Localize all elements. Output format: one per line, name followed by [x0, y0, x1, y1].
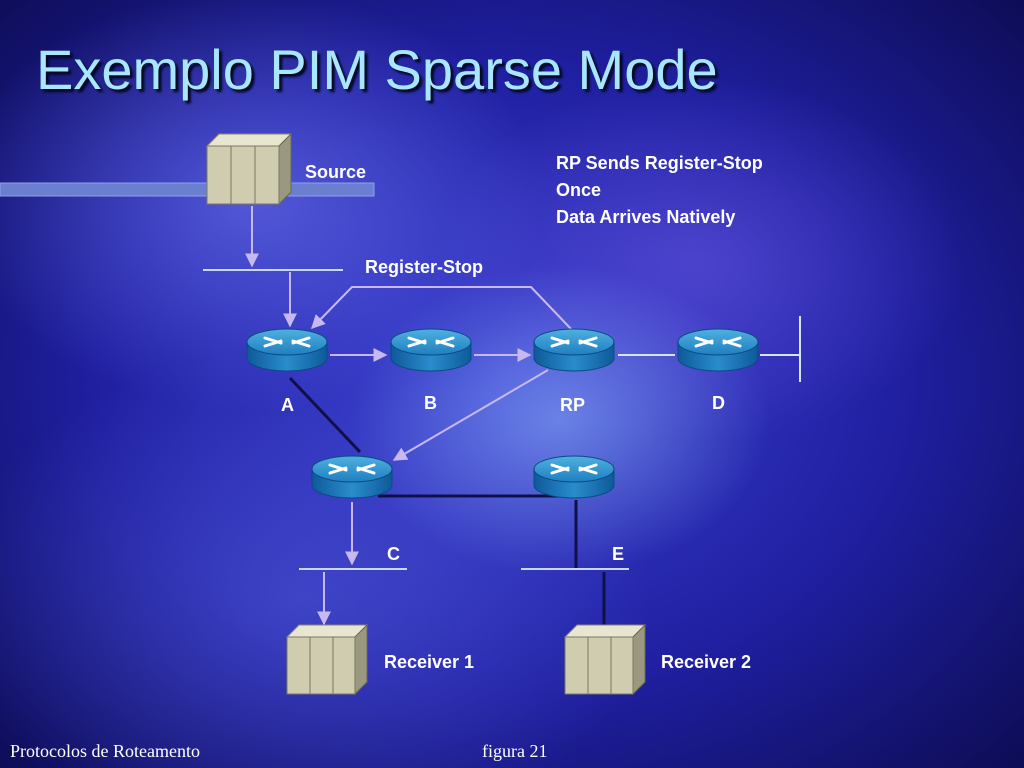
- router-rp-label: RP: [560, 395, 586, 415]
- router-b-label: B: [424, 393, 437, 413]
- note-line-1: RP Sends Register-Stop: [556, 153, 763, 173]
- footer-course: Protocolos de Roteamento: [10, 741, 200, 761]
- register-stop-label: Register-Stop: [365, 257, 484, 277]
- register-stop-path: [311, 286, 573, 331]
- footer-figure: figura 21: [482, 741, 548, 761]
- receiver1-label: Receiver 1: [384, 652, 475, 672]
- router-c-label: C: [387, 544, 400, 564]
- source-label: Source: [305, 162, 367, 182]
- a-c-link: [288, 376, 362, 454]
- router-c-icon: [311, 455, 393, 499]
- receiver1-host-icon: [285, 623, 369, 696]
- source-lan-bar: [0, 182, 375, 197]
- receiver2-host-icon: [563, 623, 647, 696]
- router-a-icon: [246, 328, 328, 372]
- slide-title: Exemplo PIM Sparse Mode: [36, 38, 718, 101]
- router-b-icon: [390, 328, 472, 372]
- router-d-label: D: [712, 393, 725, 413]
- router-e-icon: [533, 455, 615, 499]
- router-a-label: A: [281, 395, 294, 415]
- router-e-label: E: [612, 544, 625, 564]
- receiver2-label: Receiver 2: [661, 652, 752, 672]
- router-d-icon: [677, 328, 759, 372]
- rp-note: RP Sends Register-Stop Once Data Arrives…: [556, 150, 763, 231]
- router-rp-icon: [533, 328, 615, 372]
- note-line-3: Data Arrives Natively: [556, 207, 736, 227]
- rp-to-c-arrow: [392, 369, 549, 461]
- note-line-2: Once: [556, 180, 602, 200]
- source-host-icon: [205, 132, 293, 206]
